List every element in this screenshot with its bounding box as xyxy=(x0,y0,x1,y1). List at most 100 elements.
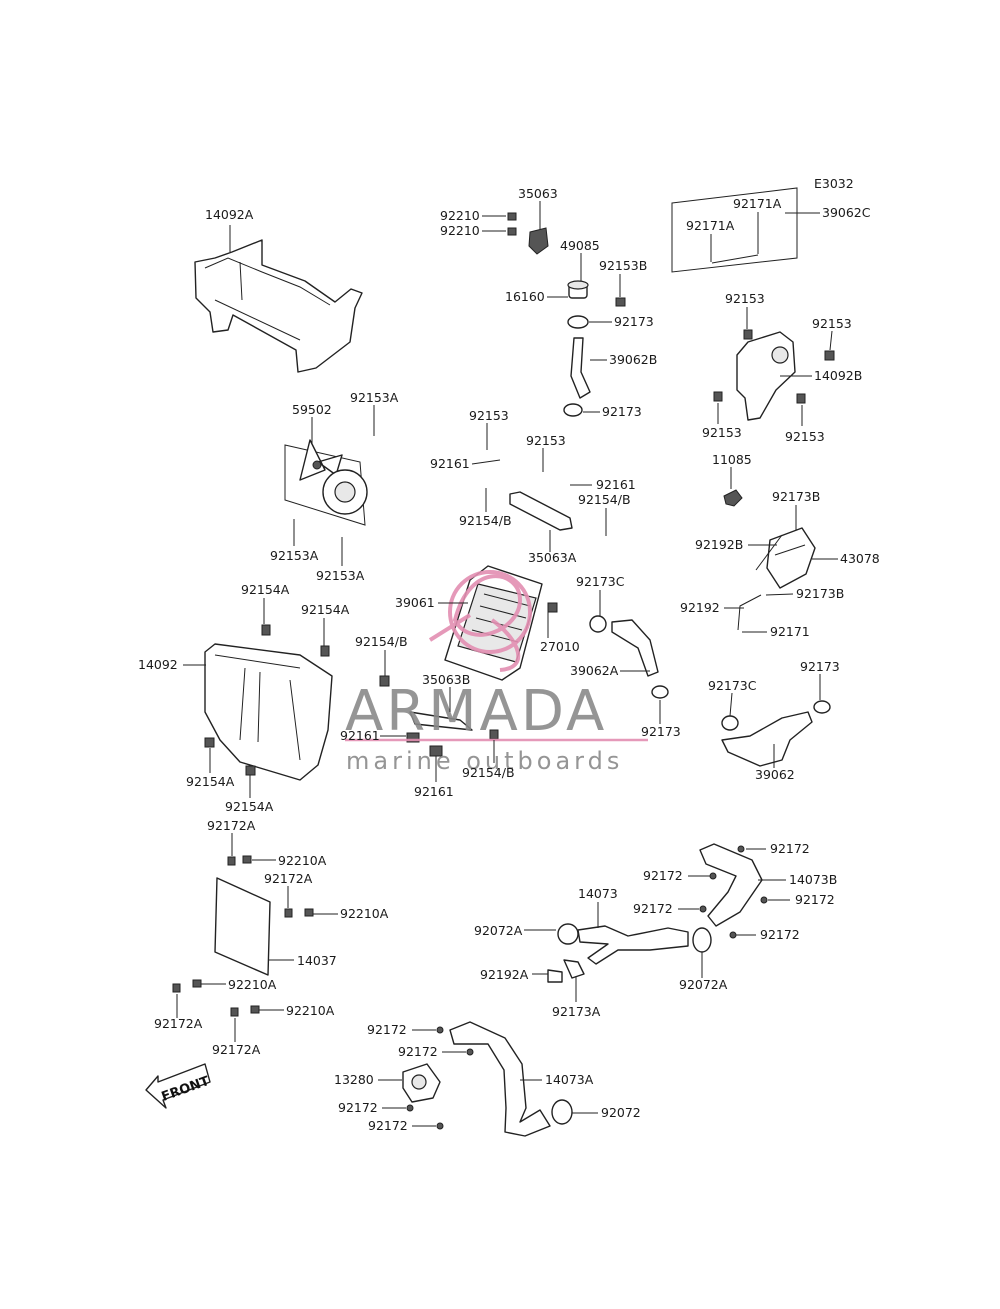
diagram-code: E3032 xyxy=(814,176,854,191)
part-label: 92173C xyxy=(708,678,757,693)
part-label: 92210A xyxy=(228,977,277,992)
part-label: 92173 xyxy=(800,659,840,674)
watermark-logo-icon xyxy=(428,570,532,672)
part-label: 16160 xyxy=(505,289,545,304)
part-label: 92172 xyxy=(795,892,835,907)
watermark-subtitle: marine outboards xyxy=(346,747,623,775)
part-label: 39062 xyxy=(755,767,795,782)
part-14037-illustration xyxy=(172,855,314,1017)
part-label: 39062A xyxy=(570,663,619,678)
part-label: 92172A xyxy=(207,818,256,833)
part-label: 92172 xyxy=(760,927,800,942)
watermark-title: ARMADA xyxy=(345,679,607,744)
part-35063B-illustration xyxy=(379,675,499,757)
part-14073-illustration xyxy=(547,923,689,983)
part-92210-clips xyxy=(507,212,517,236)
part-label: 14073A xyxy=(545,1072,594,1087)
part-14092A-illustration xyxy=(194,239,363,373)
part-59502-illustration xyxy=(284,439,368,526)
part-label: 92172 xyxy=(398,1044,438,1059)
part-label: 14092A xyxy=(205,207,254,222)
part-label: 92171A xyxy=(686,218,735,233)
part-label: 92172 xyxy=(770,841,810,856)
part-label: 92153 xyxy=(725,291,765,306)
part-label: 92072A xyxy=(679,977,728,992)
part-label: 49085 xyxy=(560,238,600,253)
part-13280-illustration xyxy=(402,1063,441,1103)
part-label: 92161 xyxy=(340,728,380,743)
part-label: 92210 xyxy=(440,223,480,238)
part-label: 43078 xyxy=(840,551,880,566)
part-39062A-illustration xyxy=(589,615,669,699)
part-14073B-illustration xyxy=(692,843,763,953)
part-label: 92173 xyxy=(614,314,654,329)
part-label: 92153B xyxy=(599,258,647,273)
part-label: 39061 xyxy=(395,595,435,610)
part-label: 92173 xyxy=(641,724,681,739)
part-label: 92171 xyxy=(770,624,810,639)
part-label: 92153A xyxy=(350,390,399,405)
part-label: 92172 xyxy=(368,1118,408,1133)
part-label: 35063A xyxy=(528,550,577,565)
part-label: 92210 xyxy=(440,208,480,223)
part-label: 92072A xyxy=(474,923,523,938)
part-label: 92154A xyxy=(186,774,235,789)
part-label: 92173B xyxy=(772,489,820,504)
part-label: 27010 xyxy=(540,639,580,654)
part-label: 39062B xyxy=(609,352,657,367)
part-43078-illustration xyxy=(737,527,816,631)
leader-lines xyxy=(176,201,838,1127)
part-label: 14073B xyxy=(789,872,837,887)
part-35063-illustration xyxy=(528,227,549,255)
part-label: 92172 xyxy=(367,1022,407,1037)
part-39062B-illustration xyxy=(563,315,591,417)
part-39062C-kit-box xyxy=(671,187,798,273)
part-label: 14092 xyxy=(138,657,178,672)
part-label: 92172A xyxy=(212,1042,261,1057)
part-label: 11085 xyxy=(712,452,752,467)
part-label: 92210A xyxy=(340,906,389,921)
part-label: 92154A xyxy=(241,582,290,597)
part-label: 92161 xyxy=(414,784,454,799)
part-label: 92172 xyxy=(338,1100,378,1115)
part-label: 39062C xyxy=(822,205,871,220)
part-label: 92154/B xyxy=(578,492,631,507)
part-11085-illustration xyxy=(723,489,743,507)
part-label: 92172 xyxy=(643,868,683,883)
part-92172-fasteners xyxy=(406,845,768,1130)
part-label: 92154/B xyxy=(459,513,512,528)
part-label: 92153A xyxy=(270,548,319,563)
part-label: 92153 xyxy=(469,408,509,423)
part-92153B-illustration xyxy=(615,297,626,307)
part-label: 92154A xyxy=(301,602,350,617)
part-35063A-illustration xyxy=(509,491,573,531)
part-label: 92072 xyxy=(601,1105,641,1120)
part-label: 92192B xyxy=(695,537,743,552)
part-label: 92153 xyxy=(785,429,825,444)
part-label: 14073 xyxy=(578,886,618,901)
part-16160-illustration xyxy=(567,280,589,299)
part-label: 13280 xyxy=(334,1072,374,1087)
part-label: 92153 xyxy=(526,433,566,448)
part-label: 92154A xyxy=(225,799,274,814)
part-label: 14037 xyxy=(297,953,337,968)
part-label: 92210A xyxy=(286,1003,335,1018)
part-label: 92171A xyxy=(733,196,782,211)
part-label: 92153 xyxy=(812,316,852,331)
part-label: 92172 xyxy=(633,901,673,916)
part-label: 14092B xyxy=(814,368,862,383)
part-label: 35063B xyxy=(422,672,470,687)
part-label: 92173A xyxy=(552,1004,601,1019)
part-39062-illustration xyxy=(721,700,831,767)
part-label: 92154/B xyxy=(462,765,515,780)
part-label: 92161 xyxy=(596,477,636,492)
part-14073A-illustration xyxy=(449,1021,573,1137)
part-label: 59502 xyxy=(292,402,332,417)
part-labels: E3032 14092A 92210 92210 35063 49085 921… xyxy=(138,176,880,1133)
part-14092-illustration xyxy=(204,624,333,781)
front-arrow-icon: FRONT xyxy=(145,1063,212,1109)
part-14092B-illustration xyxy=(713,329,835,421)
part-label: 35063 xyxy=(518,186,558,201)
watermark: ARMADA marine outboards xyxy=(345,570,648,775)
